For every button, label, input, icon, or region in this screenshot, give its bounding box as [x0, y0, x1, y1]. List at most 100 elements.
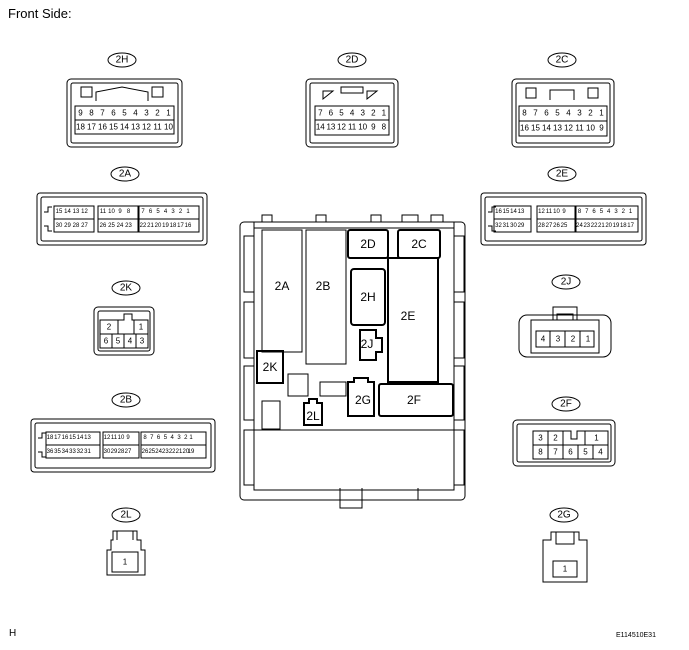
pin-label-2a: 22: [140, 223, 147, 229]
pin-label-2e: 1: [629, 209, 633, 215]
pin-label-2b: 13: [84, 435, 91, 441]
pin-label-2a: 15: [56, 209, 63, 215]
connector-2B: [30, 392, 216, 473]
pin-label-2a: 21: [147, 223, 154, 229]
pin-label-2c: 8: [522, 109, 527, 118]
pin-label-2b: 30: [104, 449, 111, 455]
pin-label-2e: 5: [600, 209, 604, 215]
pin-label-2c: 15: [531, 124, 540, 133]
pin-label-2d: 14: [316, 123, 325, 132]
pin-label-2h: 12: [142, 123, 151, 132]
pin-label-2k: 1: [139, 323, 144, 332]
pin-label-2b: 16: [62, 435, 69, 441]
pin-label-2d: 10: [358, 123, 367, 132]
pin-label-2e: 28: [538, 223, 545, 229]
block-slot-2e: 2E: [401, 309, 416, 323]
connector-2F: [512, 396, 616, 467]
pin-label-2a: 10: [108, 209, 115, 215]
pin-label-2h: 9: [78, 109, 83, 118]
connector-title-2l: 2L: [120, 510, 132, 521]
pin-label-2e: 13: [518, 209, 525, 215]
pin-label-2a: 25: [108, 223, 115, 229]
pin-label-2a: 3: [171, 209, 175, 215]
pin-label-2g: 1: [563, 565, 568, 574]
figure-mark: H: [9, 628, 17, 639]
pin-label-2d: 5: [339, 109, 344, 118]
connector-2A: [36, 166, 208, 246]
connector-title-2b: 2B: [120, 395, 133, 406]
pin-label-2a: 1: [186, 209, 190, 215]
pin-label-2e: 27: [546, 223, 553, 229]
pin-label-2e: 24: [576, 223, 583, 229]
pin-label-2f: 7: [553, 448, 558, 457]
pin-label-2a: 12: [81, 209, 88, 215]
connector-title-2f: 2F: [560, 399, 572, 410]
pin-label-2j: 1: [586, 335, 591, 344]
pin-label-2h: 5: [122, 109, 127, 118]
pin-label-2a: 5: [156, 209, 160, 215]
pin-label-2e: 10: [553, 209, 560, 215]
pin-label-2b: 36: [47, 449, 54, 455]
pin-label-2a: 26: [100, 223, 107, 229]
pin-label-2b: 35: [54, 449, 61, 455]
pin-label-2e: 26: [553, 223, 560, 229]
pin-label-2h: 16: [98, 123, 107, 132]
pin-label-2a: 2: [179, 209, 183, 215]
pin-label-2a: 6: [149, 209, 153, 215]
pin-label-2a: 19: [162, 223, 169, 229]
connector-title-2j: 2J: [561, 277, 572, 288]
pin-label-2k: 3: [140, 337, 145, 346]
pin-label-2h: 6: [111, 109, 116, 118]
pin-label-2e: 18: [620, 223, 627, 229]
pin-label-2d: 11: [348, 123, 357, 132]
connector-title-2a: 2A: [119, 169, 132, 180]
pin-label-2k: 2: [107, 323, 112, 332]
pin-label-2h: 1: [166, 109, 171, 118]
pin-label-2h: 4: [133, 109, 138, 118]
pin-label-2e: 4: [607, 209, 611, 215]
pin-label-2b: 3: [177, 435, 181, 441]
pin-label-2c: 9: [599, 124, 604, 133]
pin-label-2b: 8: [143, 435, 147, 441]
block-slot-2d: 2D: [360, 237, 376, 251]
pin-label-2c: 5: [555, 109, 560, 118]
pin-label-2d: 9: [371, 123, 376, 132]
connector-title-2c: 2C: [556, 55, 569, 66]
block-slot-2b: 2B: [316, 279, 331, 293]
pin-label-2f: 4: [598, 448, 603, 457]
pin-label-2b: 21: [176, 449, 183, 455]
pin-label-2h: 11: [153, 123, 162, 132]
pin-label-2b: 17: [54, 435, 61, 441]
pin-label-2a: 18: [170, 223, 177, 229]
connector-2C: [511, 52, 615, 148]
pin-label-2k: 5: [116, 337, 121, 346]
connector-2D: [305, 52, 399, 148]
pin-label-2e: 11: [546, 209, 553, 215]
pin-label-2e: 17: [627, 223, 634, 229]
pin-label-2e: 25: [561, 223, 568, 229]
pin-label-2a: 17: [177, 223, 184, 229]
connector-2L: [106, 507, 146, 576]
pin-label-2e: 7: [585, 209, 589, 215]
pin-label-2d: 7: [318, 109, 323, 118]
pin-label-2h: 17: [87, 123, 96, 132]
pin-label-2h: 3: [144, 109, 149, 118]
pin-label-2a: 14: [64, 209, 71, 215]
pin-label-2b: 14: [77, 435, 84, 441]
pin-label-2c: 13: [553, 124, 562, 133]
pin-label-2b: 29: [111, 449, 118, 455]
pin-label-2c: 16: [520, 124, 529, 133]
pin-label-2e: 19: [613, 223, 620, 229]
pin-label-2j: 3: [556, 335, 561, 344]
pin-label-2c: 4: [566, 109, 571, 118]
pin-label-2b: 32: [77, 449, 84, 455]
pin-label-2a: 23: [125, 223, 132, 229]
pin-label-2d: 1: [382, 109, 387, 118]
pin-label-2b: 4: [171, 435, 175, 441]
pin-label-2b: 12: [104, 435, 111, 441]
pin-label-2c: 2: [588, 109, 593, 118]
pin-label-2b: 11: [111, 435, 118, 441]
pin-label-2k: 4: [128, 337, 133, 346]
connector-2E: [480, 166, 647, 246]
